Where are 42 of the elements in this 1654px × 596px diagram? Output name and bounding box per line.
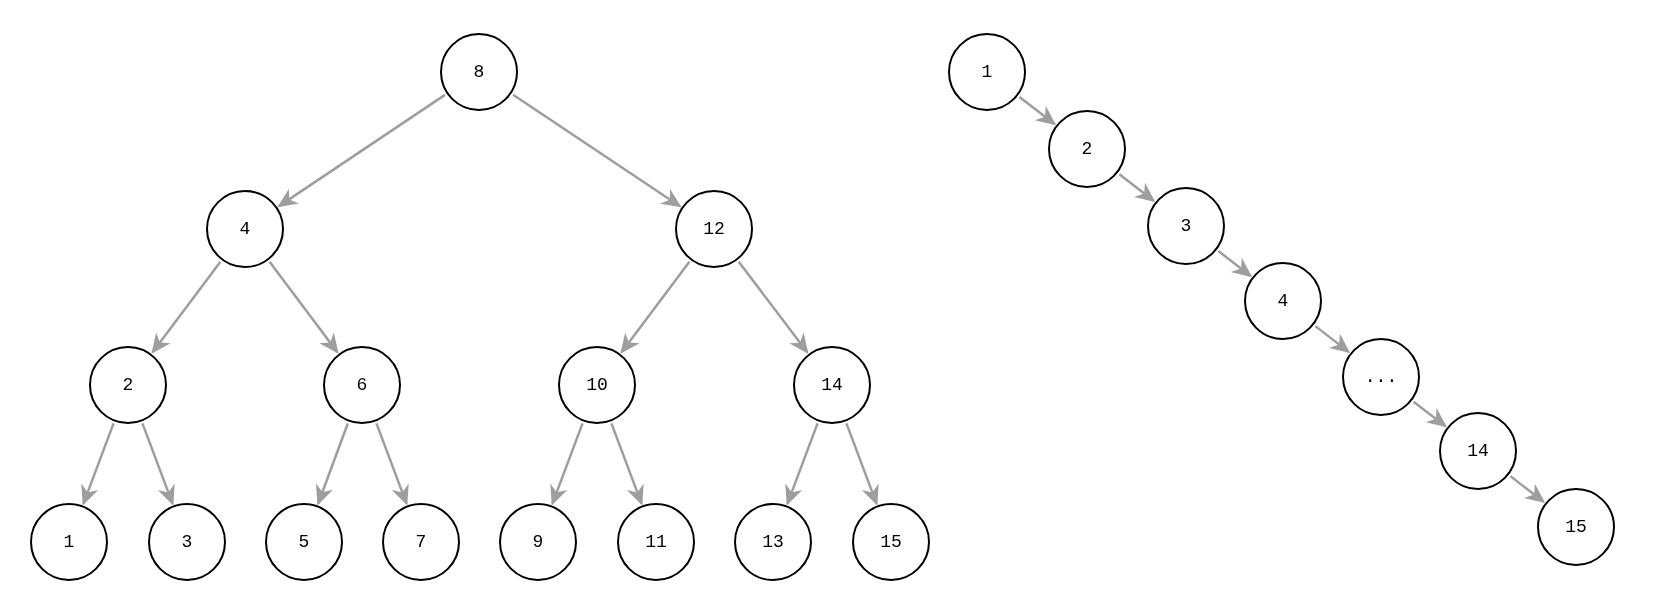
arrow [1118,173,1156,203]
node-label: 15 [880,530,902,554]
arrow [277,93,446,208]
arrow [620,261,691,354]
arrow [316,423,349,506]
arrow [141,422,175,506]
arrow [151,261,222,354]
node-label: 3 [1180,214,1192,238]
node-label: 11 [645,530,667,554]
node-label: 5 [298,530,310,554]
arrow [268,261,339,354]
node-label: 2 [122,373,134,397]
node-label: 7 [415,530,427,554]
arrow [1412,400,1447,428]
node-label: 15 [1565,515,1587,539]
arrow [785,422,819,506]
arrow [375,422,409,506]
node-label: 10 [586,373,608,397]
node-label: 8 [473,60,485,84]
node-label: 1 [981,60,993,84]
node-label: 9 [532,530,544,554]
node-label: 13 [762,530,784,554]
arrow [550,422,584,506]
node-label: 6 [356,373,368,397]
node-label: 1 [63,530,75,554]
arrow [512,93,682,208]
node-label: 14 [821,373,843,397]
node-label: ... [1364,365,1398,389]
node-label: 3 [181,530,193,554]
arrow [845,422,879,506]
node-label: 4 [239,217,251,241]
arrow [737,260,809,354]
arrow [1314,325,1351,354]
node-label: 4 [1277,289,1289,313]
node-label: 14 [1467,439,1489,463]
arrow [81,422,115,506]
node-label: 12 [703,217,725,241]
arrow [1018,96,1057,126]
node-label: 2 [1081,137,1093,161]
arrow [1509,475,1546,504]
arrow [1217,250,1253,278]
arrow [610,422,644,506]
